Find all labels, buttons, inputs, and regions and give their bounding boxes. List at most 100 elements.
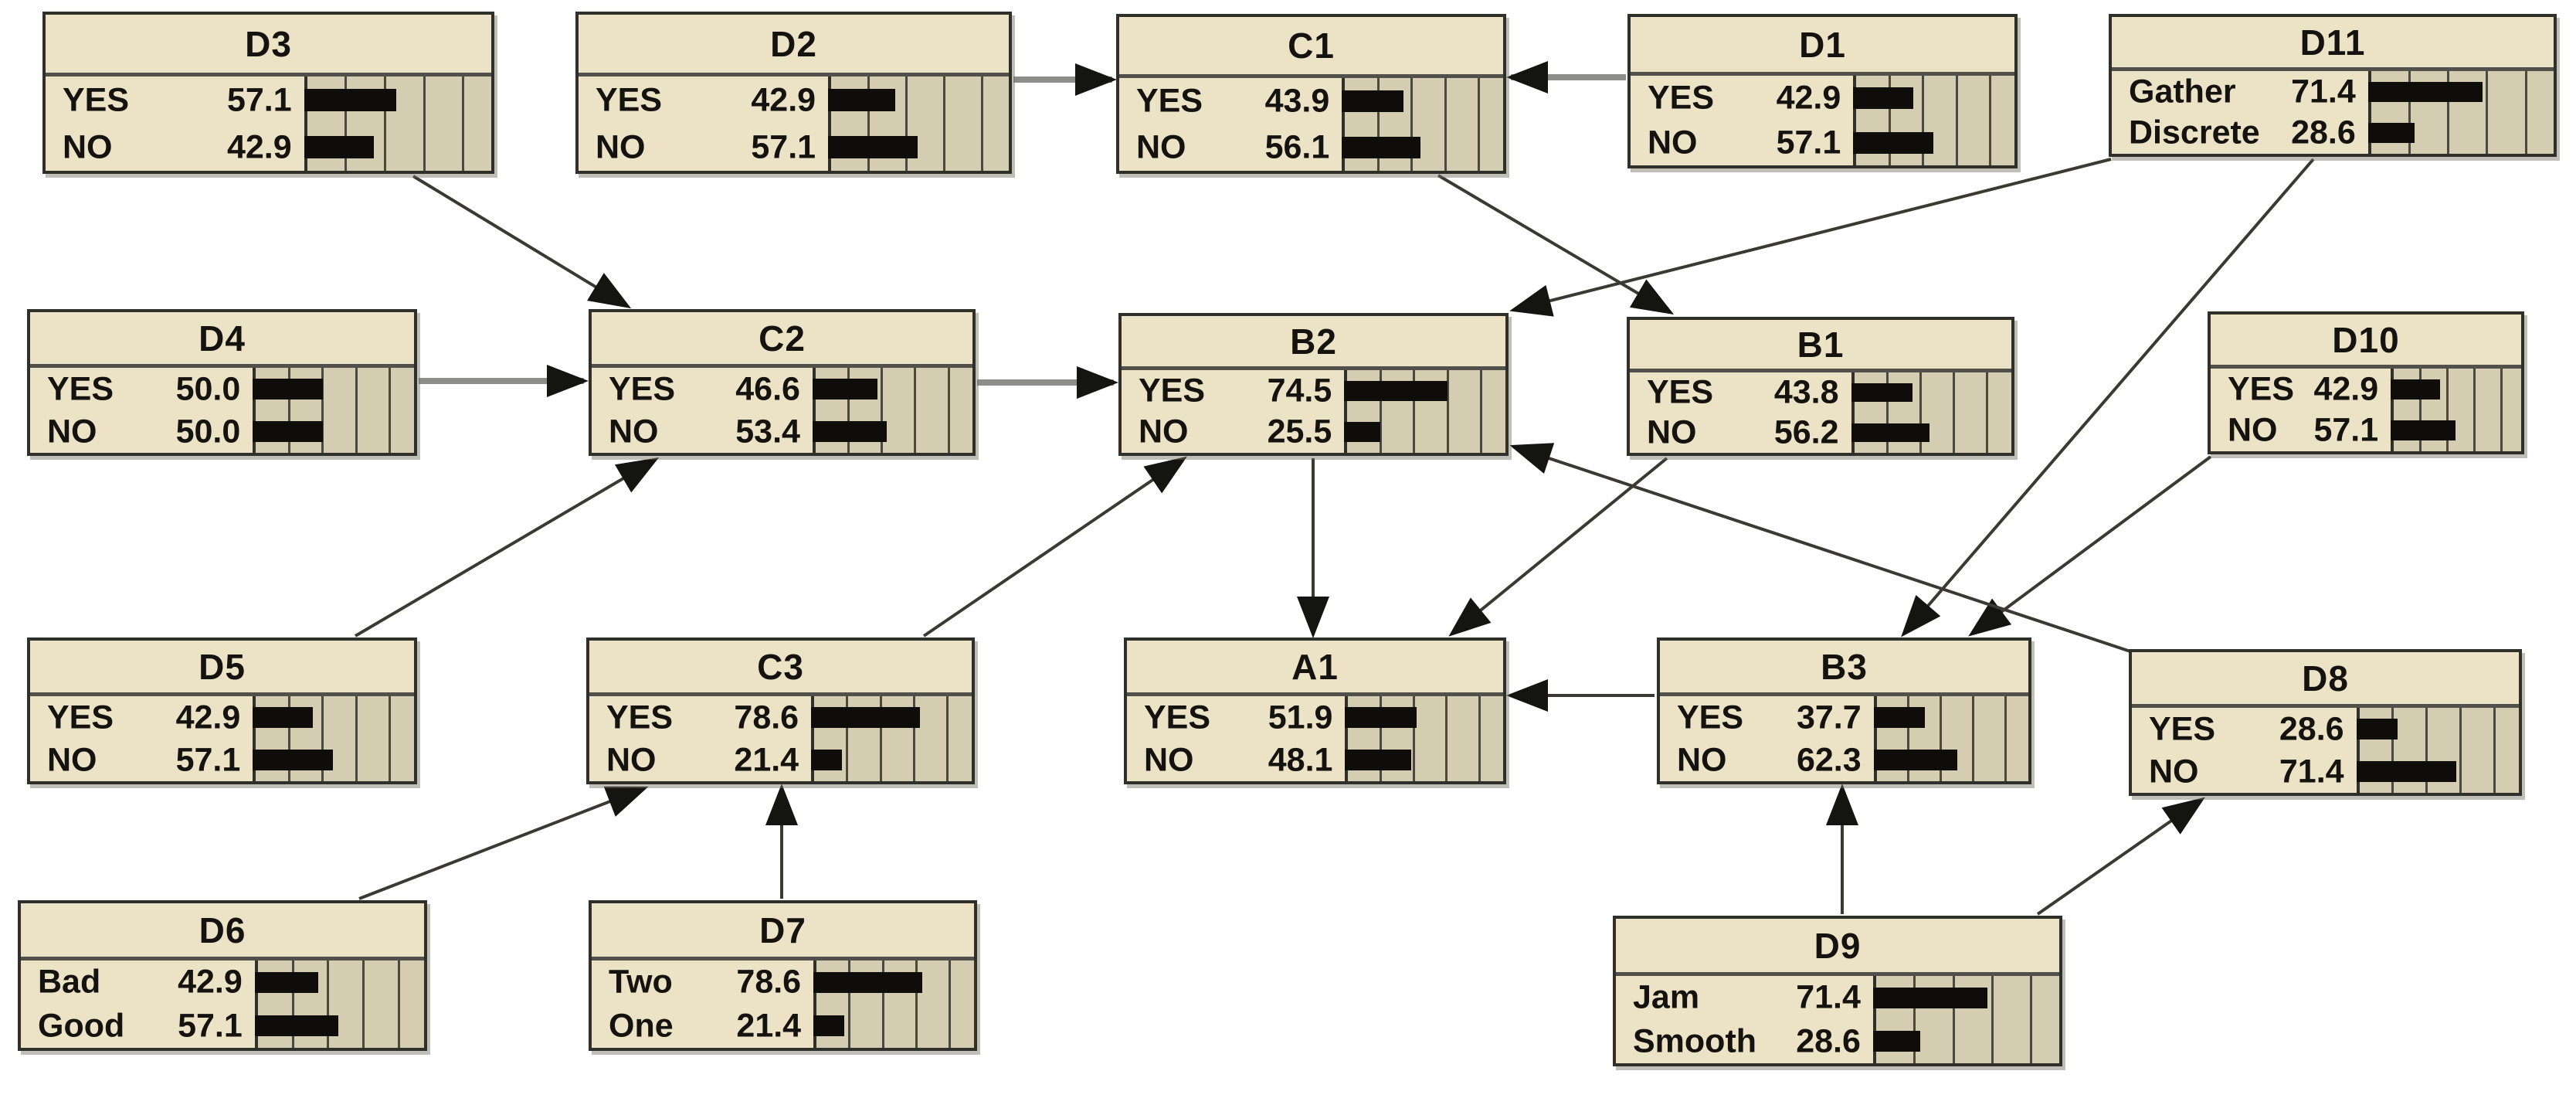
edge-D8-B2[interactable] bbox=[1509, 443, 2131, 653]
state-row-D7-Two[interactable]: Two 78.6 bbox=[592, 960, 974, 1005]
state-probability-value: 50.0 bbox=[175, 370, 241, 407]
belief-bar bbox=[253, 707, 314, 728]
edge-D5-C2[interactable] bbox=[354, 457, 660, 638]
node-title: D9 bbox=[1616, 919, 2059, 976]
edge-D9-D8[interactable] bbox=[2036, 797, 2205, 916]
bar-scale-gridline bbox=[1986, 372, 1989, 453]
state-probability-value: 78.6 bbox=[736, 963, 802, 1001]
state-label: Two bbox=[609, 963, 673, 1001]
belief-bar bbox=[254, 971, 318, 993]
state-label: Gather bbox=[2129, 73, 2236, 110]
belief-bar bbox=[253, 379, 323, 400]
state-label: YES bbox=[1144, 699, 1211, 736]
state-probability-value: 43.8 bbox=[1773, 373, 1839, 411]
belief-bar-panel bbox=[304, 76, 491, 171]
bar-scale-gridline bbox=[355, 696, 358, 781]
bar-scale-gridline bbox=[1888, 76, 1891, 165]
bar-scale-gridline bbox=[2486, 71, 2489, 154]
node-title: D8 bbox=[2132, 652, 2519, 708]
state-label: NO bbox=[1136, 128, 1186, 166]
node-title: D2 bbox=[579, 15, 1009, 76]
edge-D11-B2[interactable] bbox=[1509, 158, 2112, 317]
state-label: YES bbox=[47, 699, 114, 736]
edge-D10-B3[interactable] bbox=[1968, 455, 2212, 637]
edge-C3-B2[interactable] bbox=[922, 456, 1187, 638]
node-title: D5 bbox=[30, 641, 414, 696]
bar-scale-gridline bbox=[947, 368, 950, 453]
state-row-D4-YES[interactable]: YES 50.0 bbox=[30, 368, 414, 410]
edge-D11-B3[interactable] bbox=[1901, 158, 2315, 638]
bar-scale-gridline bbox=[913, 696, 916, 781]
bar-scale-gridline bbox=[287, 368, 290, 453]
state-label: YES bbox=[47, 370, 114, 407]
edge-C1-B1[interactable] bbox=[1437, 174, 1675, 315]
state-probability-value: 57.1 bbox=[178, 1007, 243, 1045]
state-probability-value: 71.4 bbox=[2279, 753, 2344, 790]
bar-scale-gridline bbox=[980, 76, 983, 171]
edge-D3-C2[interactable] bbox=[412, 175, 632, 309]
bar-scale-gridline bbox=[1952, 976, 1955, 1063]
belief-bar bbox=[2356, 761, 2457, 782]
edge-D6-C3[interactable] bbox=[358, 786, 649, 900]
edge-B1-A1[interactable] bbox=[1448, 457, 1668, 637]
